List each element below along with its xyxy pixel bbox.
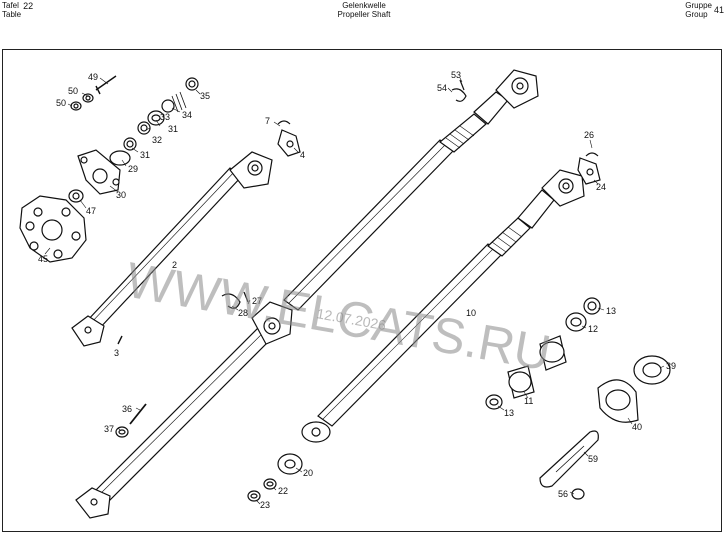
flange-29	[68, 149, 131, 203]
table-number: 22	[23, 1, 34, 11]
callouts: 49 50 50 35 34 33 31 32 31 29 30 47 45 2…	[38, 70, 676, 510]
callout-54: 54	[437, 83, 447, 93]
callout-23: 23	[260, 500, 270, 510]
shaft-2	[71, 151, 273, 347]
group-number: 41	[713, 5, 724, 15]
group-label-de: Gruppe	[685, 1, 712, 10]
callout-29: 29	[128, 164, 138, 174]
callout-45: 45	[38, 254, 48, 264]
callout-56: 56	[558, 489, 568, 499]
callout-35: 35	[200, 91, 210, 101]
callout-36: 36	[122, 404, 132, 414]
title-en: Propeller Shaft	[337, 10, 391, 19]
callout-50b: 50	[56, 98, 66, 108]
diagram-frame	[2, 49, 722, 532]
callout-40: 40	[632, 422, 642, 432]
callout-3: 3	[114, 348, 119, 358]
callout-47: 47	[86, 206, 96, 216]
joint-24	[577, 152, 601, 185]
header-table: Tafel Table 22	[2, 1, 33, 19]
callout-10: 10	[466, 308, 476, 318]
title-de: Gelenkwelle	[342, 1, 386, 10]
callout-33: 33	[160, 112, 170, 122]
callout-37: 37	[104, 424, 114, 434]
callout-27: 27	[252, 296, 262, 306]
flange-20	[115, 335, 303, 502]
leader-lines	[44, 77, 665, 505]
callout-13b: 13	[504, 408, 514, 418]
callout-30: 30	[116, 190, 126, 200]
callout-11: 11	[524, 396, 533, 406]
callout-13a: 13	[606, 306, 616, 316]
table-label-en: Table	[2, 10, 22, 19]
callout-24: 24	[596, 182, 606, 192]
table-label-de: Tafel	[2, 1, 19, 10]
callout-53: 53	[451, 70, 461, 80]
flex-disc-45	[19, 195, 87, 263]
callout-26: 26	[584, 130, 594, 140]
callout-34: 34	[182, 110, 192, 120]
strap-59	[539, 430, 599, 500]
callout-31a: 31	[168, 124, 178, 134]
joint-4	[277, 120, 301, 157]
callout-12: 12	[588, 324, 598, 334]
header-group: Gruppe Group 41	[685, 1, 724, 19]
callout-59: 59	[588, 454, 598, 464]
callout-22: 22	[278, 486, 288, 496]
callout-7: 7	[265, 116, 270, 126]
shaft-10	[301, 169, 585, 443]
callout-2: 2	[172, 260, 177, 270]
callout-28: 28	[238, 308, 248, 318]
clips	[221, 79, 467, 309]
shaft-main	[75, 69, 539, 519]
callout-20: 20	[303, 468, 313, 478]
bearing-stack	[70, 75, 199, 151]
callout-32: 32	[152, 135, 162, 145]
group-label-en: Group	[685, 10, 708, 19]
callout-50a: 50	[68, 86, 78, 96]
callout-4: 4	[300, 150, 305, 160]
callout-49: 49	[88, 72, 98, 82]
center-bearing	[485, 297, 671, 423]
header-title: Gelenkwelle Propeller Shaft	[0, 1, 728, 19]
callout-31b: 31	[140, 150, 150, 160]
callout-39: 39	[666, 361, 676, 371]
